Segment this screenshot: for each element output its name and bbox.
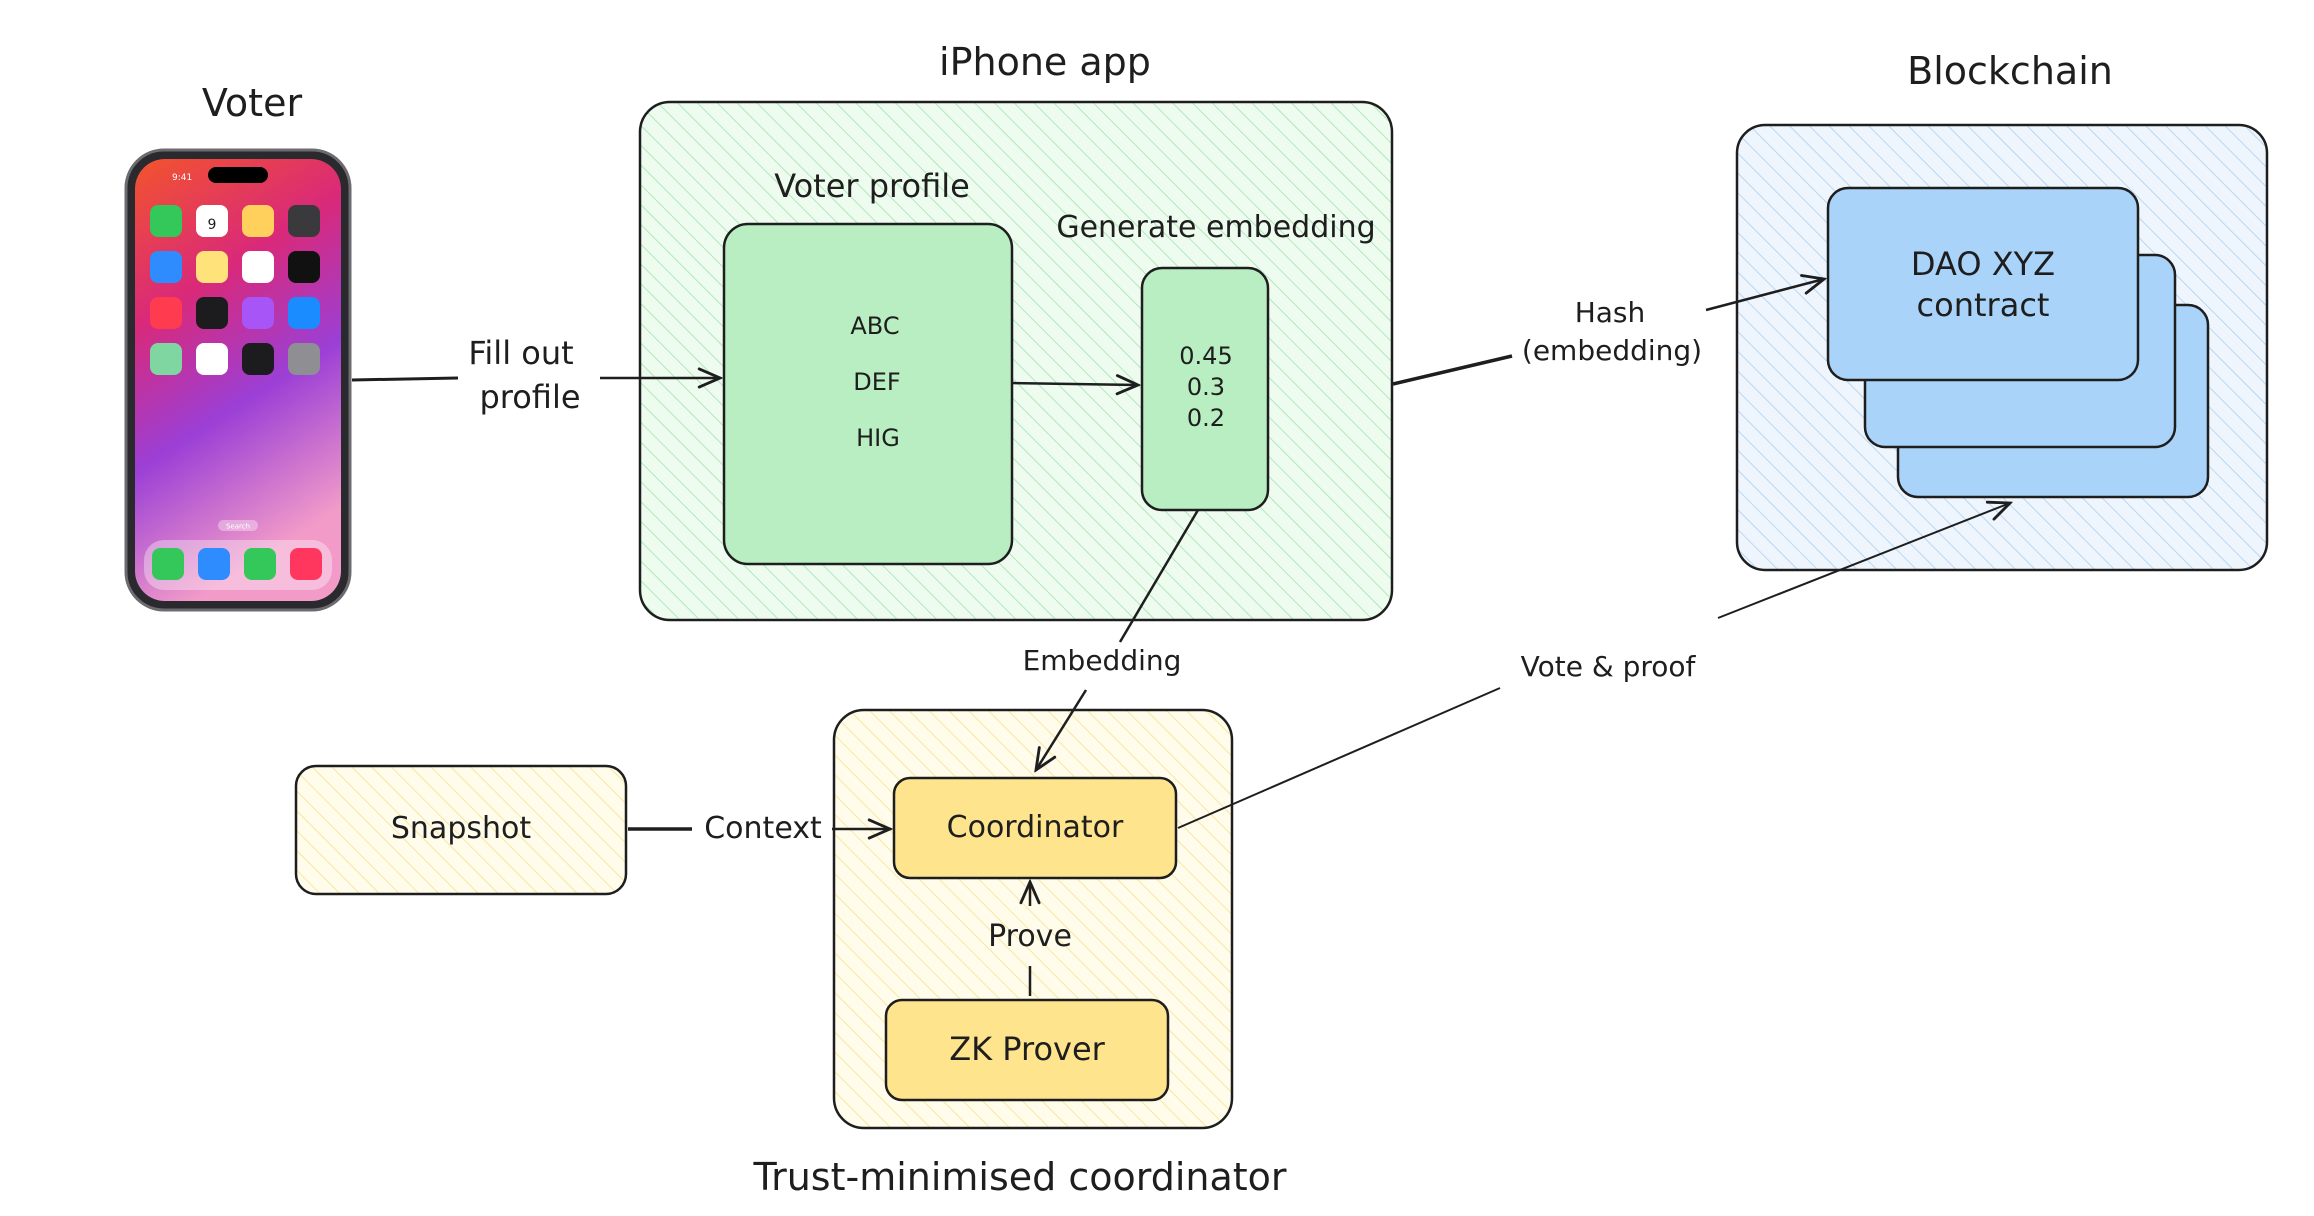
calendar-icon <box>196 205 228 237</box>
profile-to-embedding-arrow <box>1011 383 1138 385</box>
maps-icon <box>150 343 182 375</box>
hash-connector <box>1392 354 1513 386</box>
hash-label-line1: Hash <box>1575 296 1646 329</box>
profile-item-def: DEF <box>853 368 900 396</box>
facetime-icon <box>150 205 182 237</box>
fill-out-connector <box>351 376 459 382</box>
zk-prover-box <box>884 998 1170 1102</box>
clock-icon <box>288 251 320 283</box>
fill-out-label-line2: profile <box>479 378 580 416</box>
safari-icon <box>198 548 230 580</box>
vote-proof-arrow <box>1717 503 2010 619</box>
snapshot-box <box>294 764 628 896</box>
hash-arrow <box>1705 279 1824 312</box>
embedding-value-2: 0.3 <box>1187 373 1225 401</box>
embedding-value-1: 0.45 <box>1179 342 1232 370</box>
search-pill <box>218 520 258 531</box>
notes-icon <box>196 251 228 283</box>
search-pill-label: Search <box>226 523 250 531</box>
camera-icon <box>288 205 320 237</box>
embedding-value-3: 0.2 <box>1187 404 1225 432</box>
fill-out-label-line1: Fill out <box>468 334 573 372</box>
dock-grid <box>152 548 322 580</box>
vote-proof-label: Vote & proof <box>1521 650 1697 683</box>
voter-profile-box <box>722 222 1014 566</box>
embedding-connector <box>1118 509 1200 643</box>
generate-embedding-title: Generate embedding <box>1056 210 1375 245</box>
blockchain-title: Blockchain <box>1907 49 2113 93</box>
wallet-icon <box>242 343 274 375</box>
dao-contract-line2: contract <box>1917 286 2050 324</box>
messages-icon <box>244 548 276 580</box>
profile-item-hig: HIG <box>856 424 900 452</box>
tv-icon <box>196 297 228 329</box>
snapshot-label: Snapshot <box>391 811 531 846</box>
podcasts-icon <box>242 297 274 329</box>
context-label: Context <box>704 811 822 846</box>
settings-icon <box>288 343 320 375</box>
dynamic-island <box>208 167 268 183</box>
appstore-icon <box>288 297 320 329</box>
reminders-icon <box>242 251 274 283</box>
dao-contract-line1: DAO XYZ <box>1911 245 2055 283</box>
news-icon <box>150 297 182 329</box>
mail-icon <box>150 251 182 283</box>
vote-proof-connector <box>1177 687 1501 829</box>
iphone-illustration: 9:41 Search 9 <box>124 148 352 612</box>
music-icon <box>290 548 322 580</box>
zk-prover-label: ZK Prover <box>949 1030 1105 1068</box>
app-grid <box>150 205 320 375</box>
iphone-app-title: iPhone app <box>939 40 1151 84</box>
coordinator-label: Coordinator <box>947 810 1124 845</box>
status-time: 9:41 <box>172 173 192 183</box>
dao-contract-card-front <box>1826 186 2140 382</box>
voter-profile-title: Voter profile <box>774 167 970 205</box>
coordinator-group-title: Trust-minimised coordinator <box>752 1155 1286 1199</box>
coordinator-box <box>892 776 1178 880</box>
photos-icon <box>242 205 274 237</box>
voter-title: Voter <box>202 81 303 125</box>
embedding-arrow <box>1036 689 1088 770</box>
embedding-edge-label: Embedding <box>1023 644 1182 677</box>
health-icon <box>196 343 228 375</box>
embedding-box <box>1140 266 1270 512</box>
phone-dock <box>144 540 332 590</box>
phone-icon <box>152 548 184 580</box>
calendar-day: 9 <box>208 217 217 233</box>
hash-label-line2: (embedding) <box>1522 334 1702 367</box>
profile-item-abc: ABC <box>850 312 899 340</box>
prove-label: Prove <box>988 919 1072 954</box>
